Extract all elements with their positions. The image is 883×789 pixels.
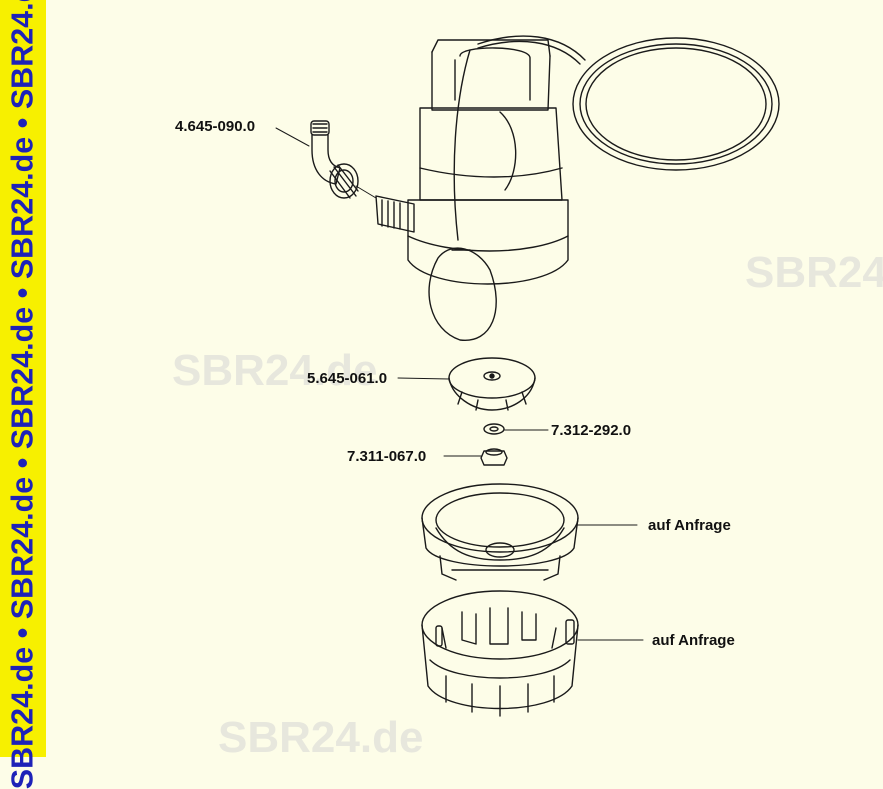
watermark-bottom: SBR24.de [218, 713, 424, 762]
pump-housing [375, 35, 780, 341]
watermark-sidebar: SBR24.de • SBR24.de • SBR24.de • SBR24.d… [0, 0, 46, 789]
watermark-middle: SBR24.de [172, 346, 378, 395]
part-on-request-label: auf Anfrage [648, 517, 731, 534]
exploded-parts-drawing [275, 35, 780, 717]
impeller-cover [448, 357, 536, 411]
nut [480, 448, 508, 466]
elbow-connector [310, 120, 359, 199]
pump-chamber [421, 483, 579, 581]
base-strainer [421, 590, 579, 717]
watermark-right: SBR24 [745, 248, 883, 297]
part-number-label: 5.645-061.0 [307, 370, 388, 387]
part-number-label: 4.645-090.0 [175, 118, 256, 135]
part-number-label: 7.312-292.0 [551, 422, 632, 439]
washer [483, 423, 505, 435]
part-number-label: 7.311-067.0 [347, 448, 427, 465]
part-on-request-label: auf Anfrage [652, 632, 735, 649]
leader-lines [275, 127, 644, 641]
